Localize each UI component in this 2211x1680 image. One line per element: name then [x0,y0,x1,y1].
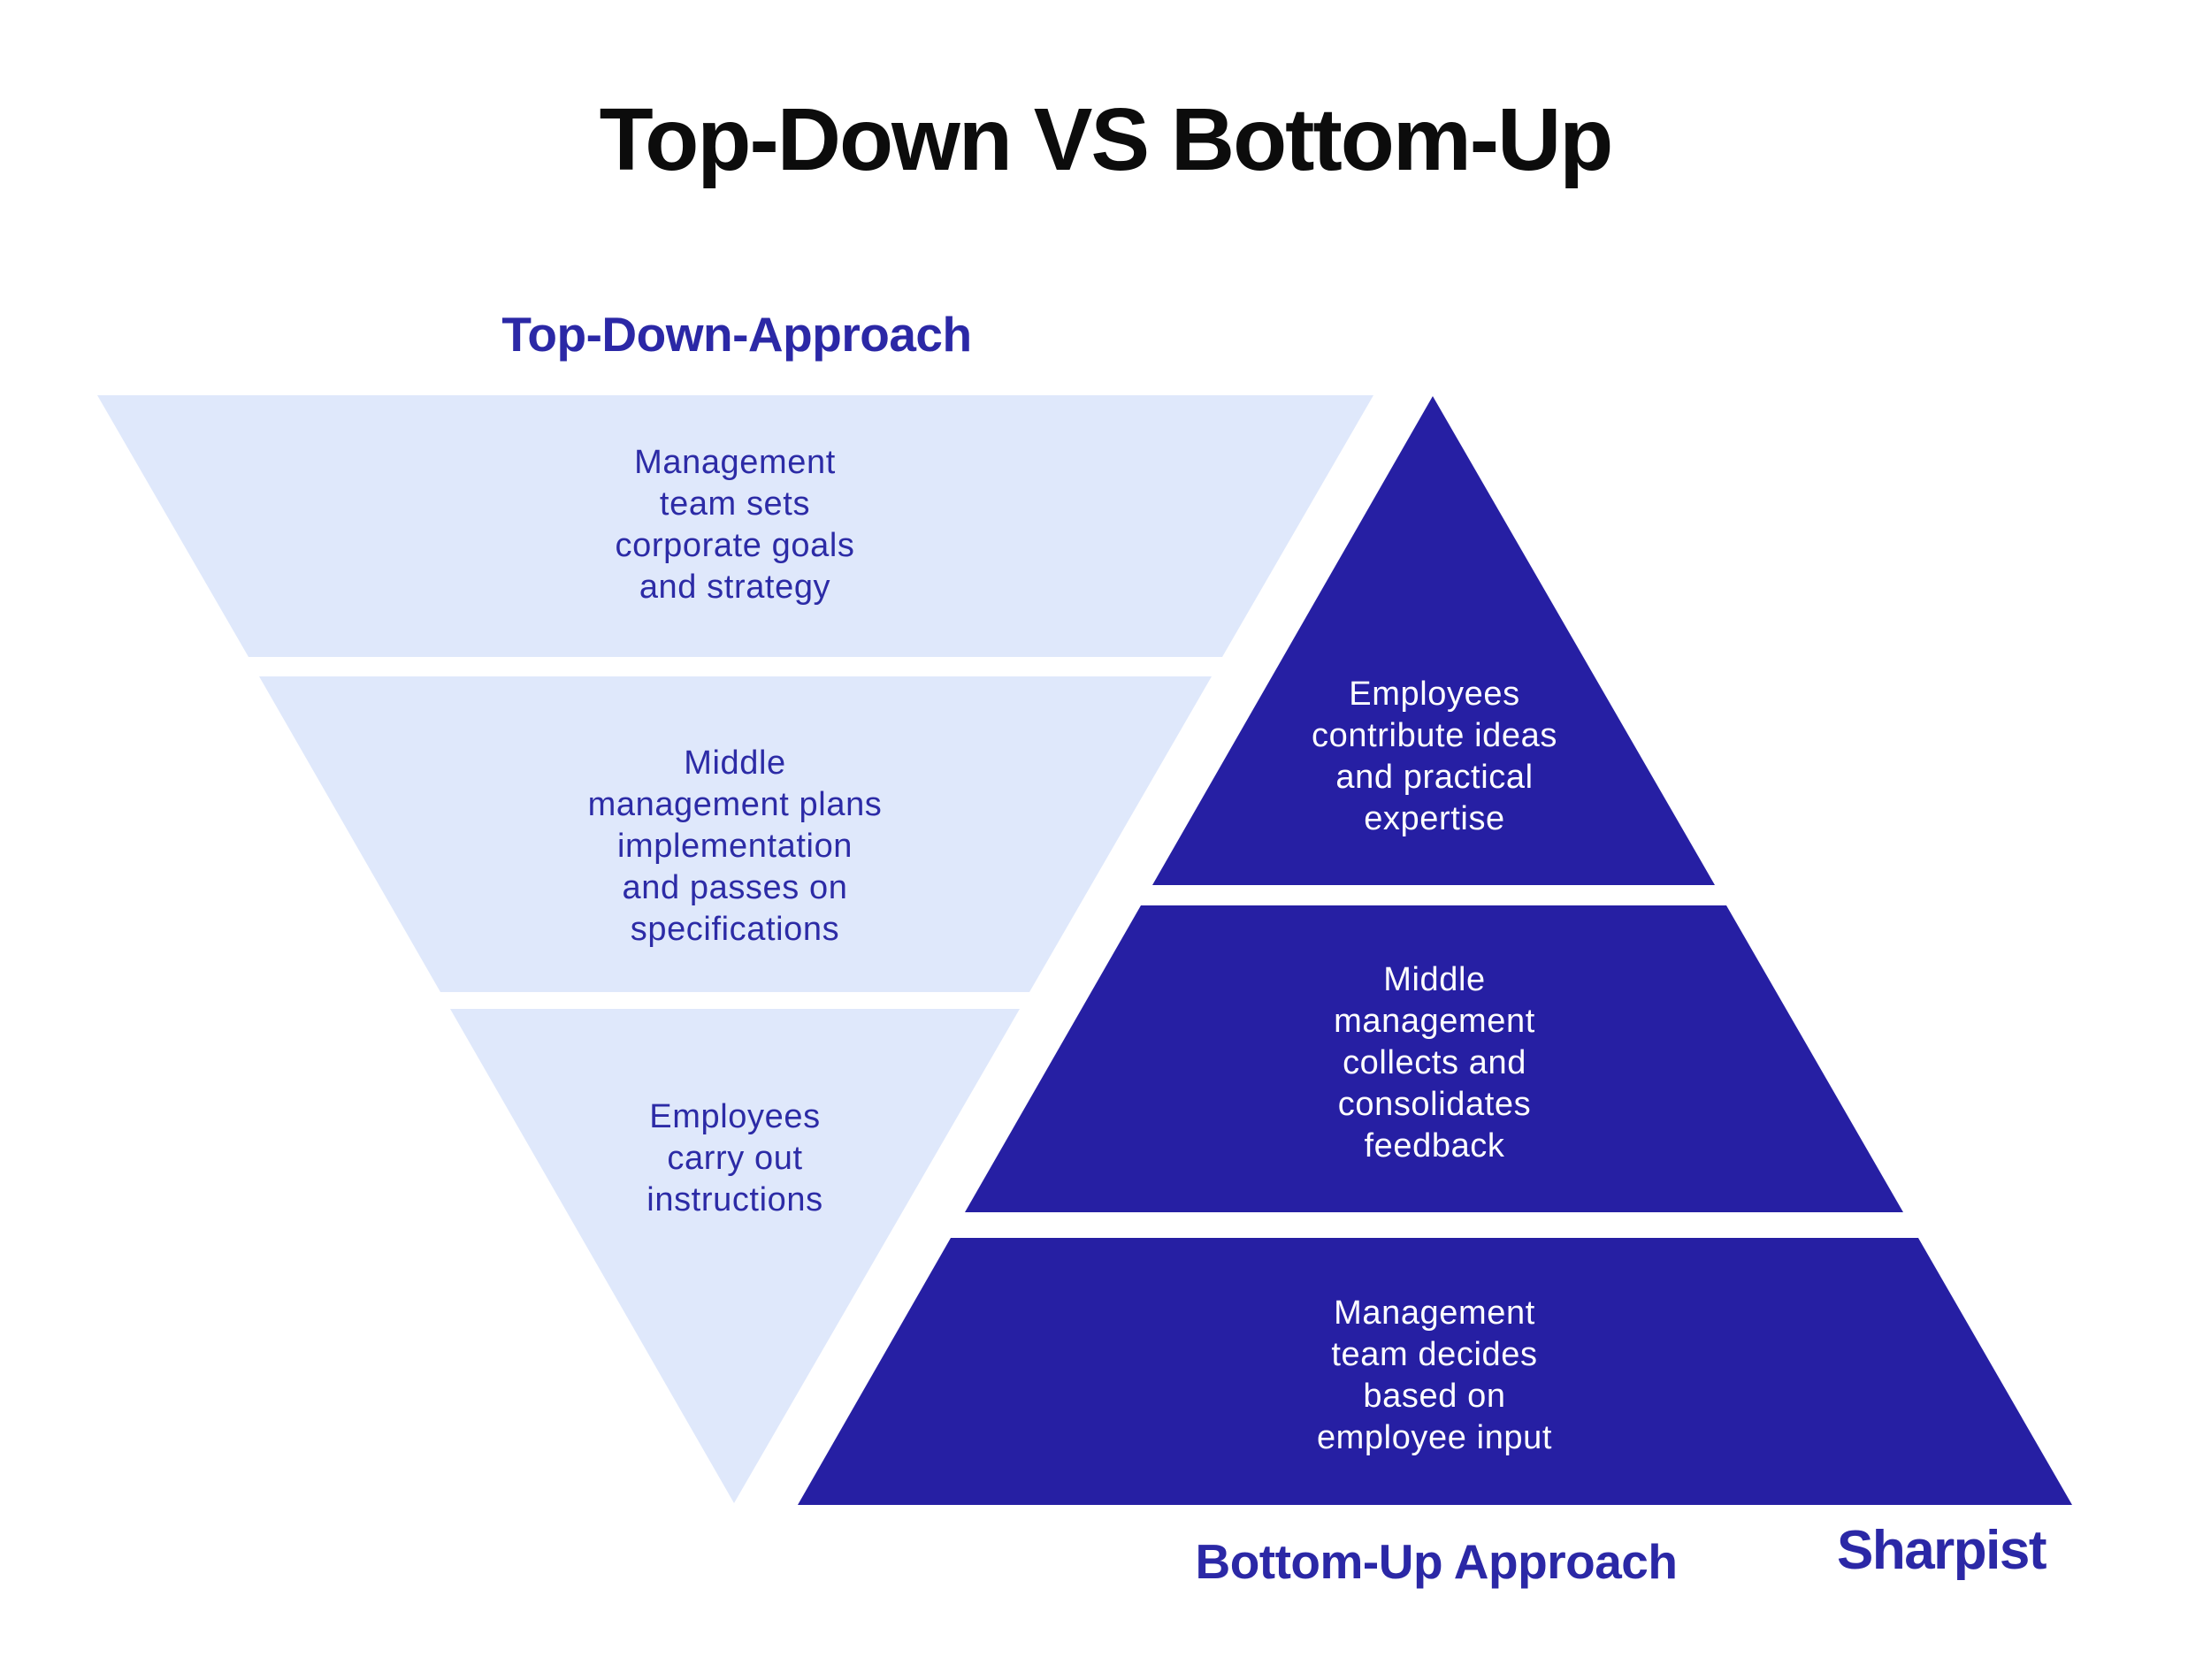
bottom-up-segment-2-text: Middle management collects and consolida… [1334,961,1535,1165]
bottom-up-pyramid-segment-3 [798,1238,2072,1505]
page-title: Top-Down VS Bottom-Up [599,90,1614,189]
bottom-up-segment-1-text: Employees contribute ideas and practical… [1312,676,1557,837]
bottom-up-pyramid-segment-2 [965,905,1903,1212]
top-down-segment-3-text: Employees carry out instructions [646,1098,823,1218]
bottom-up-pyramid-segment-1 [1152,396,1715,885]
bottom-up-segment-3-text: Management team decides based on employe… [1316,1294,1553,1456]
sharpist-logo: Sharpist [1836,1520,2047,1581]
top-down-segment-2-text: Middle management plans implementation a… [587,745,883,948]
top-down-approach-label: Top-Down-Approach [501,307,972,362]
bottom-up-approach-label: Bottom-Up Approach [1195,1534,1678,1589]
top-down-pyramid-segment-3 [450,1009,1020,1503]
top-down-segment-1-text: Management team sets corporate goals and… [615,444,855,606]
top-down-pyramid-segment-2 [259,676,1212,992]
top-down-pyramid-segment-1 [97,395,1373,657]
